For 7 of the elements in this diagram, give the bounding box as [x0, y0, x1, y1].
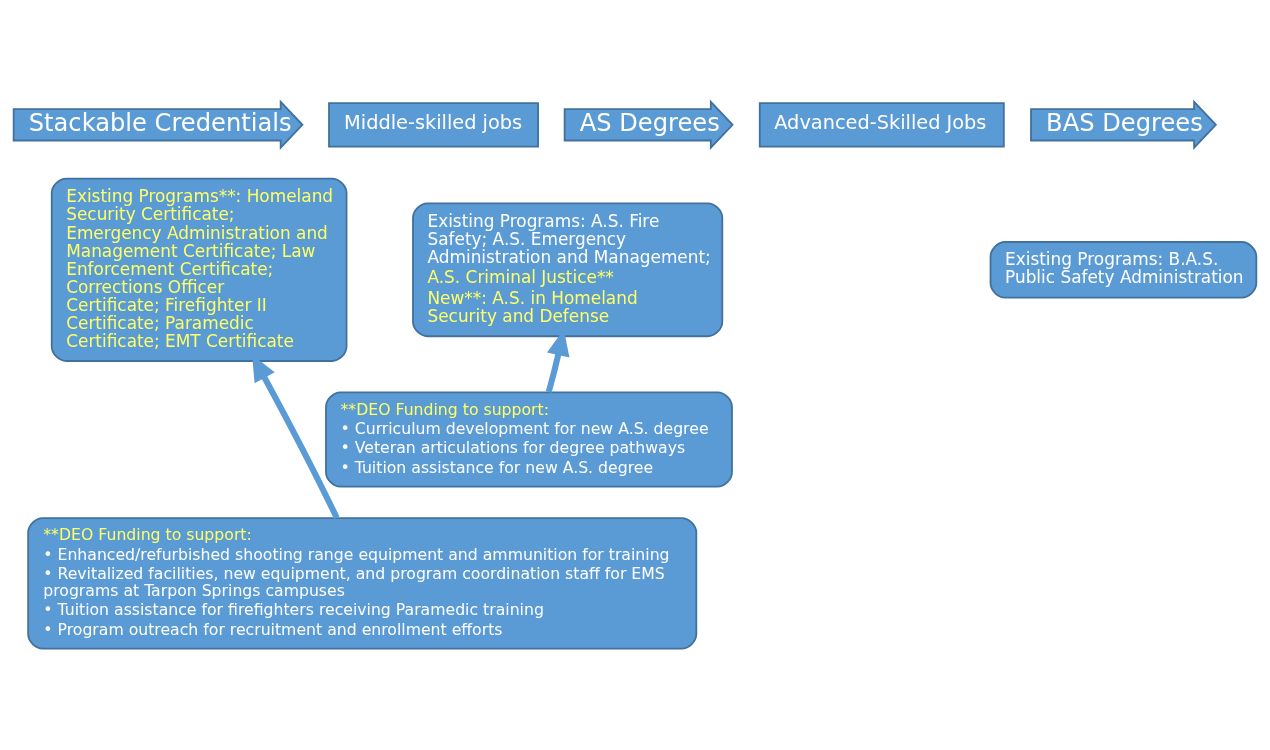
node-box: Existing Programs: B.A.S. Public Safety Administration: [989, 240, 1258, 298]
node-box: Advanced-Skilled Jobs: [758, 101, 1005, 147]
node-box: **DEO Funding to support: • Enhanced/refurbished shooting range equipment and ammunition for training • Revitalized facilities, new equipment, and program coordination staff for EMS programs at Tarpon Springs campuses • Tuition assistance for firefighters receiving Paramedic training • Program outreach for recruitment and enrollment efforts: [27, 516, 698, 649]
node-box: **DEO Funding to support: • Curriculum development for new A.S. degree • Veteran articulations for degree pathways • Tuition assistance for new A.S. degree: [325, 391, 733, 488]
node-box: Existing Programs**: Homeland Security Certificate; Emergency Administration and Management Certificate; Law Enforcement Certificate; Corrections Officer Certificate; Firefighter II Certificate; Paramedic Certificate; EMT Certificate: [50, 177, 348, 362]
node-box: Middle-skilled jobs: [328, 101, 539, 147]
node-box: Existing Programs: A.S. Fire Safety; A.S. Emergency Administration and Management; A.S. Criminal Justice** New**: A.S. in Homeland Security and Defense: [412, 201, 724, 337]
